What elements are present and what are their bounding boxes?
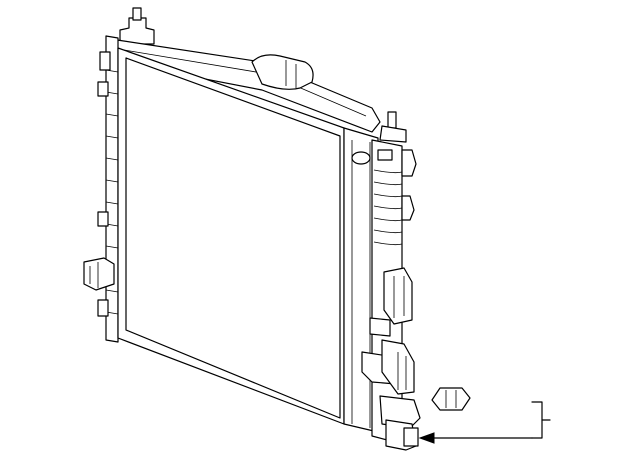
temperature-sensor xyxy=(432,388,470,410)
callout-bracket xyxy=(420,402,550,443)
side-fins xyxy=(84,36,118,342)
outlet-tank xyxy=(344,128,420,444)
drain-plug xyxy=(386,420,418,450)
top-mounting-bracket xyxy=(117,8,406,142)
